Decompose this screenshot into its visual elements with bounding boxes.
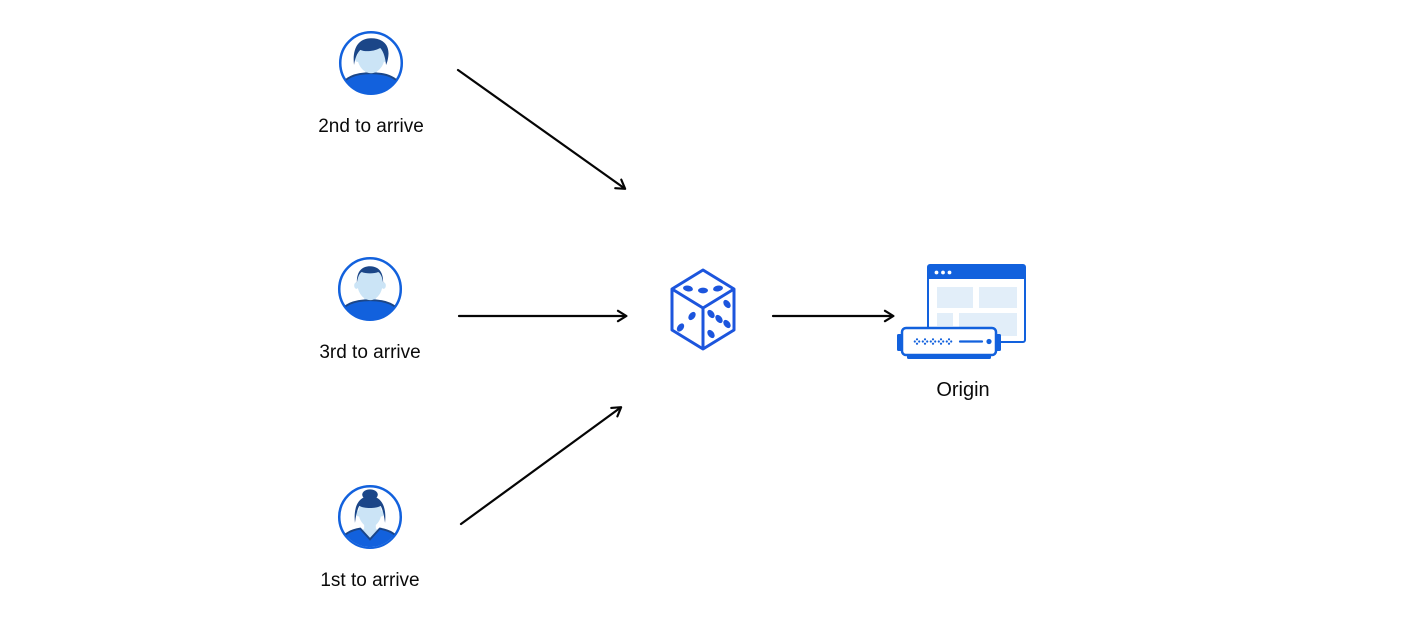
dice-node [668,267,738,353]
origin-node: Origin [893,258,1033,402]
client-label-3rd: 3rd to arrive [319,342,421,363]
origin-label: Origin [936,379,990,401]
client-label-1st: 1st to arrive [320,570,420,591]
client-label-2nd: 2nd to arrive [318,116,424,137]
server-box-icon [897,326,1001,359]
man-swept-hair-avatar [338,30,404,96]
arrow-2nd-client-to-dice [456,68,627,190]
client-node-1st: 1st to arrive [300,484,440,593]
arrow-1st-client-to-dice [459,406,623,526]
woman-bun-hair-avatar [337,484,403,550]
client-node-3rd: 3rd to arrive [300,256,440,365]
man-short-hair-avatar [337,256,403,322]
dice-icon [668,267,738,353]
client-node-2nd: 2nd to arrive [301,30,441,139]
origin-server-icon [893,258,1033,368]
